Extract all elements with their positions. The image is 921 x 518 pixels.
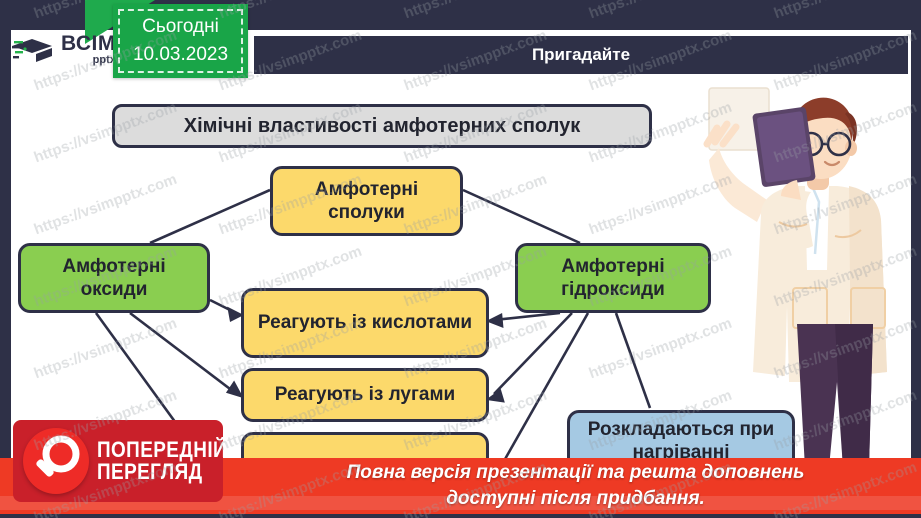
logo-wordmark: ВСІМ bbox=[61, 32, 116, 55]
node-amphoteric-oxides[interactable]: Амфотерні оксиди bbox=[18, 243, 210, 313]
diagram-title-box: Хімічні властивості амфотерних сполук bbox=[112, 104, 652, 148]
date-badge-value: 10.03.2023 bbox=[132, 44, 229, 65]
slide-frame-bottom bbox=[0, 514, 921, 518]
node-amphoteric-hydroxides[interactable]: Амфотерні гідроксиди bbox=[515, 243, 711, 313]
purchase-banner-text: Повна версія презентації та решта доповн… bbox=[230, 458, 921, 514]
header-bar: Пригадайте bbox=[254, 36, 908, 74]
graduation-cap-icon bbox=[12, 35, 56, 65]
preview-badge-line-2: ПЕРЕГЛЯД bbox=[97, 459, 203, 484]
preview-badge-line-1: ПОПЕРЕДНІЙ bbox=[97, 437, 228, 462]
magnifier-icon bbox=[23, 428, 89, 494]
slide-frame-left bbox=[0, 0, 11, 518]
date-badge: Сьогодні 10.03.2023 bbox=[113, 4, 248, 78]
banner-strip bbox=[0, 496, 921, 510]
slide-frame-right bbox=[911, 0, 921, 518]
date-badge-label: Сьогодні bbox=[142, 16, 219, 38]
brand-logo[interactable]: ВСІМ pptx bbox=[12, 33, 116, 66]
node-react-with-acids[interactable]: Реагують із кислотами bbox=[241, 288, 489, 358]
banner-line-1: Повна версія презентації та решта доповн… bbox=[346, 462, 805, 484]
page-title: Пригадайте bbox=[531, 45, 631, 64]
banner-line-2: доступні після придбання. bbox=[446, 488, 705, 509]
scientist-with-tablet-illustration bbox=[701, 82, 911, 514]
node-amphoteric-compounds[interactable]: Амфотерні сполуки bbox=[270, 166, 463, 236]
logo-subtext: pptx bbox=[92, 54, 116, 66]
node-react-with-alkalis[interactable]: Реагують із лугами bbox=[241, 368, 489, 422]
preview-badge[interactable]: ПОПЕРЕДНІЙ ПЕРЕГЛЯД bbox=[13, 420, 227, 502]
